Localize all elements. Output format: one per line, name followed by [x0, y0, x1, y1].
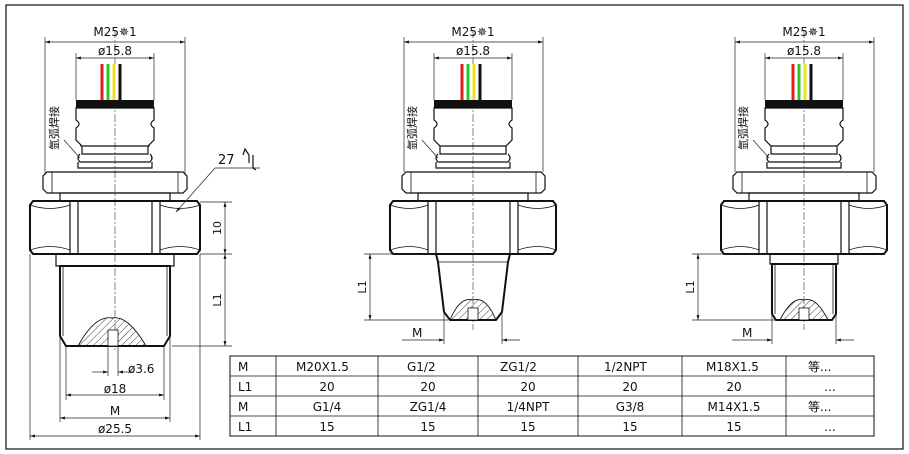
table-cell: M14X1.5	[708, 400, 761, 414]
right-thread-label: M25✵1	[782, 25, 825, 39]
table-cell: M20X1.5	[296, 360, 349, 374]
table-cell: 等...	[808, 360, 831, 374]
table-cell: M	[238, 360, 248, 374]
left-thread-label: M25✵1	[93, 25, 136, 39]
right-weld-label: 氩弧焊接	[736, 106, 750, 150]
table-cell: 15	[420, 420, 435, 434]
left-dia18-label: ø18	[104, 382, 127, 396]
middle-m-label: M	[412, 326, 422, 340]
table-cell: 1/4NPT	[507, 400, 551, 414]
left-pipe-dia-label: ø15.8	[98, 44, 132, 58]
right-m-label: M	[742, 326, 752, 340]
table-cell: L1	[238, 420, 252, 434]
table-cell: 20	[726, 380, 741, 394]
left-height-10-label: 10	[211, 221, 224, 235]
left-dia25-label: ø25.5	[98, 422, 132, 436]
table-cell: ...	[824, 420, 835, 434]
table-cell: ZG1/4	[410, 400, 447, 414]
table-cell: M	[238, 400, 248, 414]
table-cell: 等...	[808, 400, 831, 414]
left-wrench-label: 27	[218, 153, 235, 168]
left-hole-label: ø3.6	[128, 362, 154, 376]
middle-weld-label: 氩弧焊接	[405, 106, 419, 150]
table-cell: 1/2NPT	[604, 360, 648, 374]
table-cell: 15	[622, 420, 637, 434]
table-cell: 20	[520, 380, 535, 394]
left-sensor-view: M25✵1 ø15.8 氩弧焊接	[29, 25, 260, 440]
left-weld-label: 氩弧焊接	[47, 106, 61, 150]
table-cell: L1	[238, 380, 252, 394]
left-m-label: M	[110, 404, 120, 418]
right-l1-label: L1	[684, 280, 697, 293]
table-cell: 20	[622, 380, 637, 394]
spec-table: M M20X1.5 G1/2 ZG1/2 1/2NPT M18X1.5 等...…	[229, 355, 875, 437]
table-cell: M18X1.5	[706, 360, 759, 374]
table-cell: G3/8	[616, 400, 645, 414]
table-cell: ...	[824, 380, 835, 394]
left-l1-label: L1	[211, 293, 224, 306]
table-cell: 20	[319, 380, 334, 394]
right-sensor-view: M25✵1 ø15.8 氩弧焊接	[684, 25, 888, 344]
table-cell: 15	[319, 420, 334, 434]
table-cell: ZG1/2	[500, 360, 537, 374]
middle-pipe-dia-label: ø15.8	[456, 44, 490, 58]
table-cell: G1/4	[313, 400, 342, 414]
right-pipe-dia-label: ø15.8	[787, 44, 821, 58]
table-cell: 20	[420, 380, 435, 394]
middle-sensor-view: M25✵1 ø15.8 氩弧焊接	[356, 25, 557, 344]
middle-thread-label: M25✵1	[451, 25, 494, 39]
table-cell: 15	[520, 420, 535, 434]
middle-l1-label: L1	[356, 280, 369, 293]
table-cell: 15	[726, 420, 741, 434]
table-cell: G1/2	[407, 360, 436, 374]
drawing-border	[5, 4, 904, 450]
